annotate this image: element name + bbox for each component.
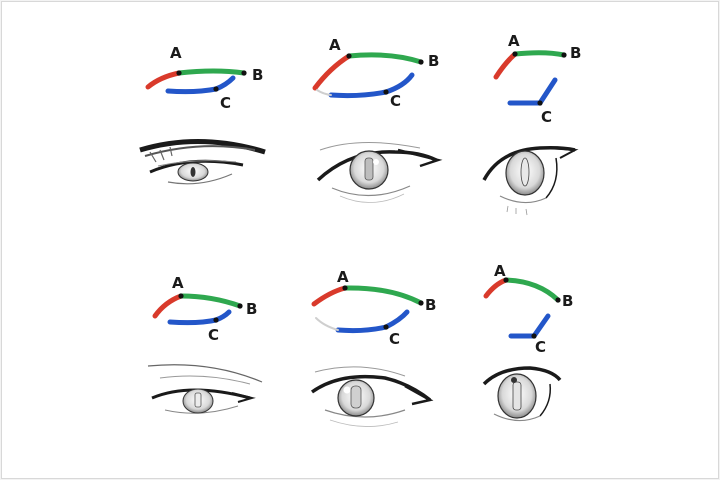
segment-c-blue (507, 77, 558, 106)
lower-lid (167, 173, 233, 185)
lower-lid (324, 409, 406, 418)
segment-a-red (311, 285, 348, 307)
eyebrow (147, 364, 263, 383)
eye-drawing-r2-c1 (147, 364, 263, 414)
segment-b-green (178, 293, 243, 309)
label-a: A (170, 44, 182, 62)
upper-lid (310, 374, 432, 402)
outer-corner (545, 157, 558, 199)
pupil (190, 167, 196, 177)
point-b (418, 300, 424, 306)
segment-a-red (145, 70, 182, 90)
pupil (520, 157, 530, 187)
point-c (213, 86, 219, 92)
eye-drawing-r2-c3 (482, 366, 562, 422)
point-b (418, 59, 424, 65)
label-c: C (535, 338, 546, 356)
segment-a-red (483, 277, 509, 299)
label-b: B (428, 52, 439, 70)
segment-c-blue (508, 313, 551, 339)
eye-drawing-r1-c2 (316, 141, 443, 203)
outer-corner (539, 383, 552, 417)
upper-lid (149, 159, 244, 174)
label-a: A (508, 32, 520, 50)
label-c: C (541, 108, 552, 126)
point-c (537, 100, 543, 106)
pupil (194, 392, 202, 408)
eye-drawing-r1-c3 (482, 146, 579, 216)
segment-a-red (493, 51, 518, 80)
label-a: A (494, 262, 506, 280)
lower-lid (493, 413, 541, 422)
label-c: C (220, 94, 231, 112)
guide-r1-c1: A B C (145, 44, 263, 112)
pupil (512, 381, 522, 411)
pupil (350, 385, 362, 409)
guide-r2-c1: A B C (152, 274, 257, 344)
highlight (511, 377, 517, 383)
segment-b-green (503, 277, 561, 303)
segment-a-red (312, 53, 352, 91)
segment-c-blue (165, 75, 236, 95)
point-b (561, 52, 567, 58)
eye-drawing-r1-c1 (139, 139, 266, 185)
point-a (176, 70, 182, 76)
eye-drawing-r2-c2 (310, 366, 434, 427)
guide-r1-c2: A B C (312, 36, 439, 110)
segment-c-blue (335, 309, 410, 334)
point-b (555, 297, 561, 303)
segment-b-green (342, 285, 424, 306)
guide-r2-c3: A B C (483, 262, 573, 356)
point-a (346, 53, 352, 59)
point-c (531, 333, 537, 339)
label-c: C (389, 330, 400, 348)
label-a: A (172, 274, 184, 292)
label-b: B (252, 66, 263, 84)
point-a (512, 51, 518, 57)
label-c: C (208, 326, 219, 344)
point-b (237, 303, 243, 309)
guide-r1-c3: A B C (493, 32, 581, 126)
segment-b-green (512, 50, 567, 58)
point-a (503, 277, 509, 283)
lower-lid (331, 185, 411, 197)
guide-r2-c2: A B C (311, 268, 436, 348)
segment-b-green (176, 68, 247, 76)
segment-b-green (346, 52, 424, 65)
point-a (342, 285, 348, 291)
eyebrow (139, 139, 266, 155)
label-a: A (337, 268, 349, 286)
highlight (343, 386, 351, 394)
label-c: C (390, 92, 401, 110)
point-b (241, 70, 247, 76)
label-b: B (562, 292, 573, 310)
faint-link (316, 89, 332, 96)
upper-lid (482, 366, 562, 386)
label-b: B (425, 296, 436, 314)
point-a (178, 293, 184, 299)
pupil (364, 157, 374, 181)
segment-a-red (152, 293, 184, 319)
label-b: B (570, 44, 581, 62)
segment-c-blue (167, 309, 232, 326)
faint-link (315, 317, 339, 331)
point-c (383, 89, 389, 95)
label-b: B (246, 300, 257, 318)
lower-lid (499, 195, 547, 204)
point-c (383, 324, 389, 330)
label-a: A (329, 36, 341, 54)
point-c (213, 317, 219, 323)
highlight (373, 159, 379, 165)
